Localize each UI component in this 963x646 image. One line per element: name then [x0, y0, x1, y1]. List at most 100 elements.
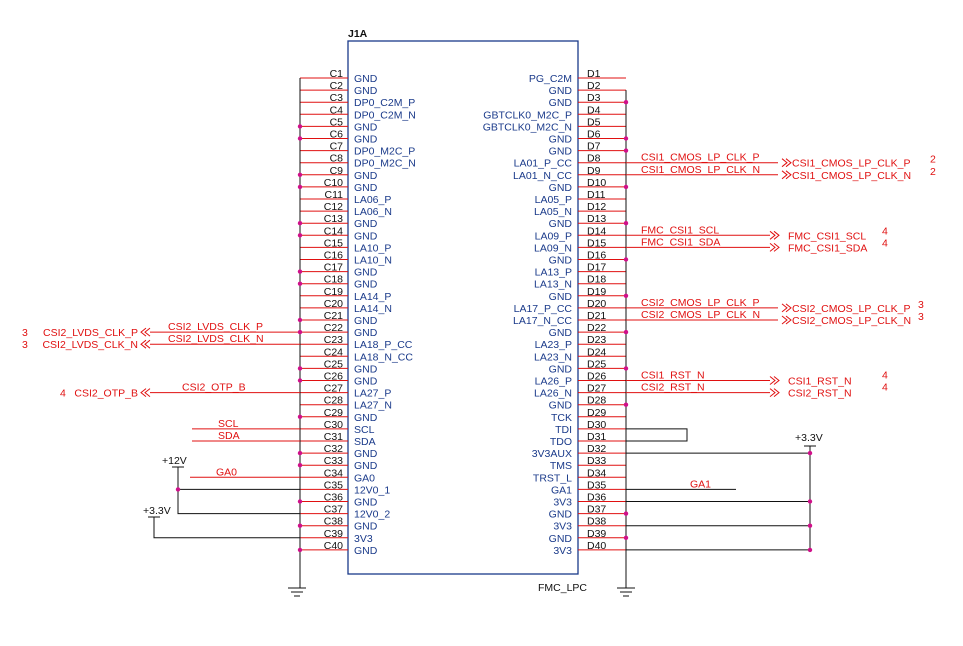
pin-name: GND	[549, 85, 573, 97]
pin-number: D15	[587, 237, 606, 249]
pin-name: GND	[549, 218, 573, 230]
pin-name: LA18_N_CC	[354, 351, 413, 363]
port-arrow	[773, 376, 780, 385]
pin-name: GND	[354, 230, 378, 242]
pin-name: DP0_M2C_P	[354, 146, 415, 158]
pin-number: C4	[330, 104, 344, 116]
ground-symbol-right	[617, 587, 635, 597]
pin-number: D8	[587, 153, 601, 165]
pin-name: LA06_N	[354, 206, 392, 218]
pin-number: D40	[587, 540, 606, 552]
net-label: CSI1_RST_N	[641, 370, 705, 382]
junction-dot	[623, 257, 629, 262]
port-label: CSI2_LVDS_CLK_P	[43, 327, 138, 339]
pin-name: LA05_P	[535, 194, 572, 206]
port-label: FMC_CSI1_SCL	[788, 230, 866, 242]
pin-number: C11	[325, 189, 344, 201]
pin-number: C36	[324, 492, 343, 504]
pin-number: D12	[587, 201, 606, 213]
port-arrow	[769, 230, 776, 240]
pin-number: C5	[330, 116, 344, 128]
pin-number: C10	[324, 177, 343, 189]
pin-number: D34	[587, 467, 606, 479]
pin-number: C39	[324, 528, 343, 540]
pin-number: C16	[324, 250, 343, 262]
port-label: CSI2_RST_N	[788, 388, 852, 400]
pin-name: GND	[354, 85, 378, 97]
port-label: CSI1_CMOS_LP_CLK_P	[792, 158, 910, 170]
pin-number: D11	[587, 189, 606, 201]
port-arrow	[781, 315, 788, 325]
junction-dot	[623, 366, 629, 371]
pin-number: C8	[330, 153, 344, 165]
port-label: CSI2_LVDS_CLK_N	[42, 339, 138, 351]
port-label: FMC_CSI1_SDA	[788, 242, 867, 254]
pin-number: D35	[587, 479, 606, 491]
sheet-ref: 3	[918, 299, 924, 311]
net-label: CSI2_CMOS_LP_CLK_P	[641, 297, 759, 309]
pin-name: LA10_N	[354, 255, 392, 267]
pin-name: GND	[354, 170, 378, 182]
pin-number: D7	[587, 141, 601, 153]
pin-name: GND	[549, 182, 573, 194]
component-ref: J1A	[348, 28, 368, 40]
pin-name: LA09_N	[534, 242, 572, 254]
junction-dot	[807, 547, 813, 553]
net-label: CSI1_CMOS_LP_CLK_N	[641, 164, 760, 176]
port-label: CSI2_CMOS_LP_CLK_P	[792, 303, 910, 315]
port-label: CSI1_RST_N	[788, 376, 852, 388]
sheet-ref: 3	[22, 339, 28, 351]
junction-dot	[297, 269, 303, 274]
pin-name: GND	[354, 121, 378, 133]
pin-number: C22	[324, 322, 343, 334]
pin-name: SCL	[354, 424, 375, 436]
pin-name: DP0_M2C_N	[354, 158, 416, 170]
pin-name: LA13_P	[535, 267, 572, 279]
pin-number: C7	[330, 141, 344, 153]
pin-name: LA17_N_CC	[513, 315, 572, 327]
pin-name: TMS	[550, 460, 572, 472]
pin-name: TDI	[555, 424, 572, 436]
pin-number: D1	[587, 68, 601, 80]
net-label: SCL	[218, 418, 239, 430]
pin-number: D19	[587, 286, 606, 298]
pin-name: 3V3	[553, 497, 572, 509]
junction-dot	[297, 233, 303, 238]
pin-name: 12V0_2	[354, 509, 390, 521]
sheet-ref: 4	[60, 388, 66, 400]
pin-number: C23	[324, 334, 343, 346]
junction-dot	[297, 221, 303, 226]
pin-name: GND	[354, 376, 378, 388]
pin-name: GND	[549, 97, 573, 109]
pin-name: GND	[354, 267, 378, 279]
pin-name: LA17_P_CC	[514, 303, 573, 315]
net-label: CSI2_LVDS_CLK_P	[168, 321, 263, 333]
pin-name: SDA	[354, 436, 376, 448]
pin-number: C26	[324, 371, 343, 383]
pin-number: C40	[324, 540, 343, 552]
pin-number: C17	[324, 262, 343, 274]
pin-number: D39	[587, 528, 606, 540]
pin-number: D32	[587, 443, 606, 455]
junction-dot	[623, 511, 629, 516]
pin-number: D27	[587, 383, 606, 395]
junction-dot	[175, 487, 181, 492]
pin-number: C24	[324, 346, 343, 358]
junction-dot	[807, 499, 813, 504]
pin-name: LA01_N_CC	[513, 170, 572, 182]
port-arrow	[785, 170, 792, 180]
pin-name: GA0	[354, 472, 375, 484]
pin-number: C2	[330, 80, 344, 92]
junction-dot	[297, 281, 303, 286]
pin-number: D28	[587, 395, 606, 407]
pin-name: LA27_N	[354, 400, 392, 412]
pin-number: D21	[587, 310, 606, 322]
pin-name: GND	[549, 255, 573, 267]
port-label: CSI2_CMOS_LP_CLK_N	[792, 315, 911, 327]
sheet-ref: 4	[882, 237, 888, 249]
pin-name: LA23_P	[535, 339, 572, 351]
pin-number: C9	[330, 165, 344, 177]
pin-number: D24	[587, 346, 606, 358]
pin-name: GND	[354, 448, 378, 460]
